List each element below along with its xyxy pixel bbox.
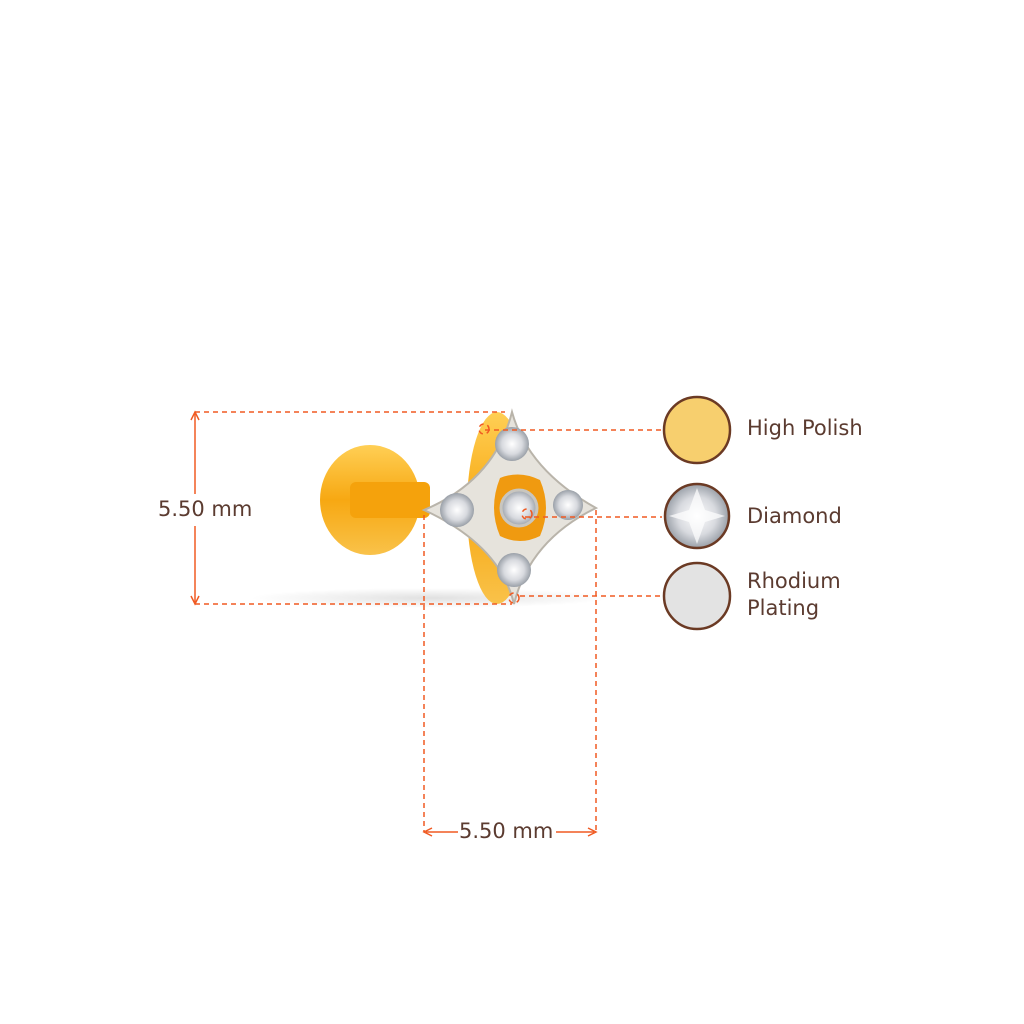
width-dimension-arrow <box>422 827 598 837</box>
rhodium-swatch-icon <box>662 561 732 631</box>
legend-label-diamond: Diamond <box>747 504 842 528</box>
legend-label-high-polish: High Polish <box>747 416 863 440</box>
post <box>350 482 430 518</box>
dimension-lines <box>195 411 662 832</box>
gold-swatch-icon <box>662 395 732 465</box>
width-label: 5.50 mm <box>459 819 554 843</box>
earring-image <box>250 408 610 608</box>
height-dimension-arrow <box>190 410 200 606</box>
legend-label-rhodium-plating: Rhodium Plating <box>747 569 841 620</box>
diamond-swatch-icon <box>663 482 731 550</box>
height-label: 5.50 mm <box>158 497 253 521</box>
